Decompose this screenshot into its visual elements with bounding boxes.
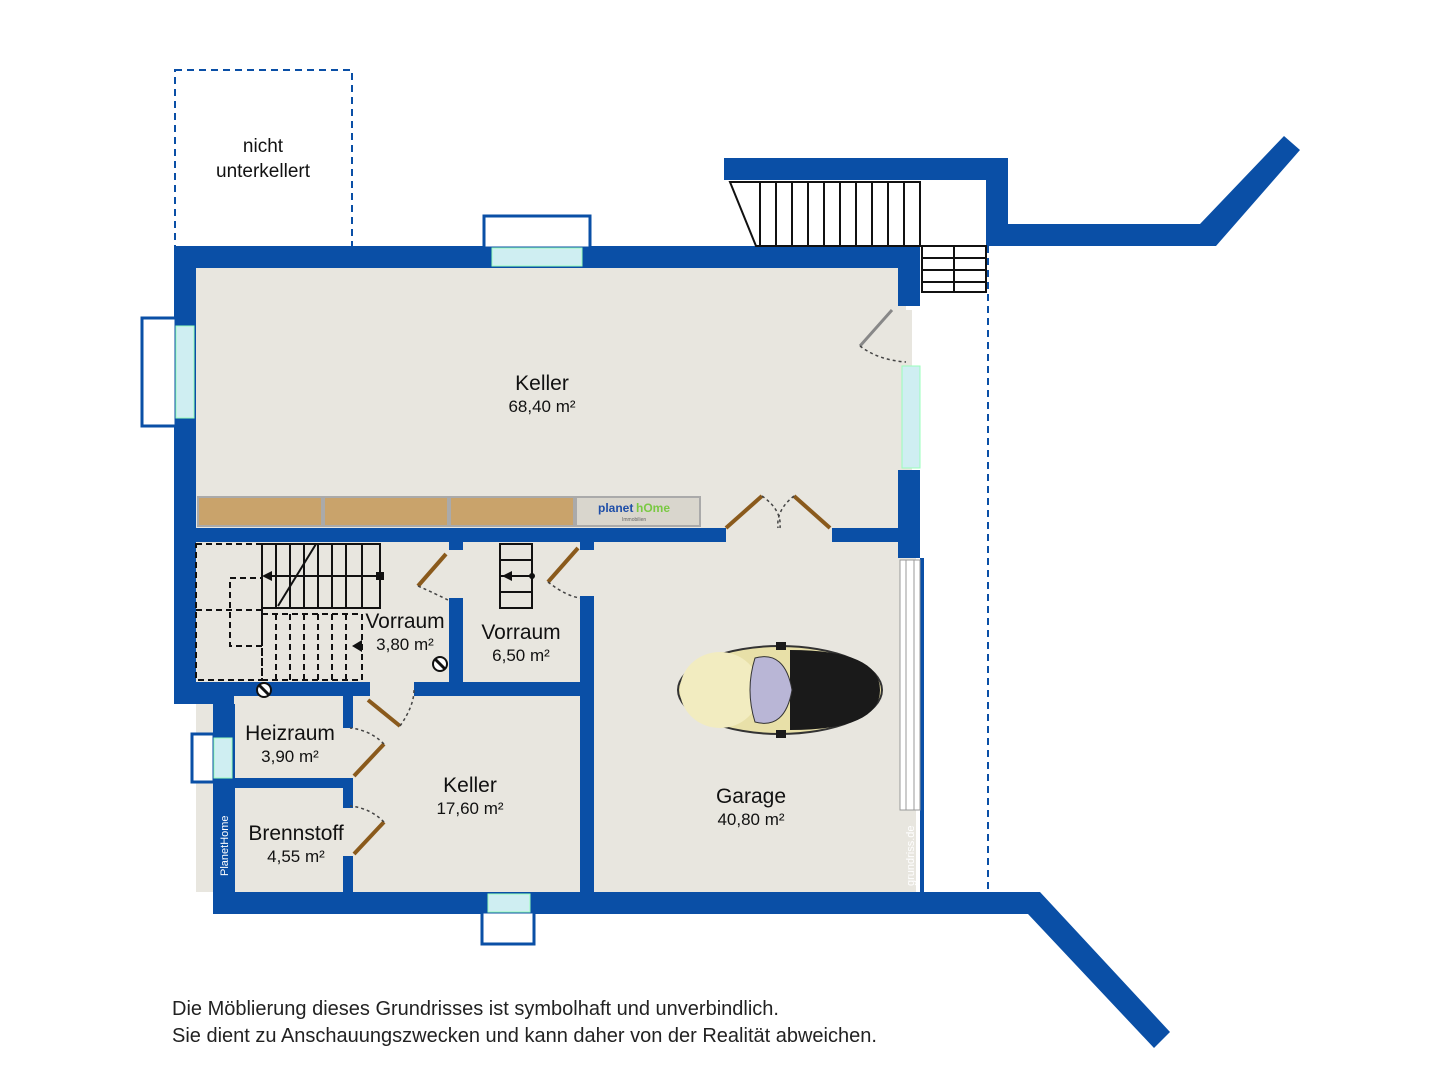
- window-icon: [140, 214, 921, 946]
- staircase-icon: [195, 181, 987, 681]
- door-arc: [349, 345, 907, 823]
- room-area-garage: 40,80 m²: [717, 810, 784, 829]
- stair-arrow: [262, 571, 535, 652]
- side-label-grundriss: grundriss.de: [905, 825, 917, 886]
- shelf-row: [197, 496, 701, 527]
- annex-outline: [174, 69, 353, 249]
- room-name-keller-small: Keller: [443, 774, 497, 797]
- room-name-heizraum: Heizraum: [245, 722, 335, 745]
- room-area-brennstoff: 4,55 m²: [267, 847, 325, 866]
- annex-label-line1: nicht: [243, 136, 284, 157]
- logo-brand-b: hOme: [636, 501, 670, 515]
- car-icon: [677, 642, 883, 738]
- room-name-vorraum-left: Vorraum: [365, 610, 444, 633]
- logo-sub: Immobilien: [622, 517, 646, 523]
- room-name-vorraum-right: Vorraum: [481, 621, 560, 644]
- annex-label-line2: unterkellert: [216, 161, 311, 182]
- logo-brand-a: planet: [598, 501, 633, 515]
- room-name-garage: Garage: [716, 785, 786, 808]
- room-area-heizraum: 3,90 m²: [261, 747, 319, 766]
- disclaimer-line1: Die Möblierung dieses Grundrisses ist sy…: [172, 998, 779, 1020]
- chimney-icon: [256, 656, 448, 698]
- room-area-keller-main: 68,40 m²: [508, 397, 575, 416]
- side-label-planethome: PlanetHome: [219, 815, 231, 876]
- room-area-keller-small: 17,60 m²: [436, 799, 503, 818]
- room-area-vorraum-right: 6,50 m²: [492, 646, 550, 665]
- garage-window-strip: [899, 559, 921, 811]
- disclaimer: Die Möblierung dieses Grundrisses ist sy…: [172, 996, 877, 1050]
- door-swing-icon: [352, 309, 894, 856]
- room-name-keller-main: Keller: [515, 372, 569, 395]
- floors: [196, 268, 916, 892]
- disclaimer-line2: Sie dient zu Anschauungszwecken und kann…: [172, 1025, 877, 1047]
- walls: [174, 136, 1300, 1048]
- room-name-brennstoff: Brennstoff: [248, 822, 344, 845]
- room-area-vorraum-left: 3,80 m²: [376, 635, 434, 654]
